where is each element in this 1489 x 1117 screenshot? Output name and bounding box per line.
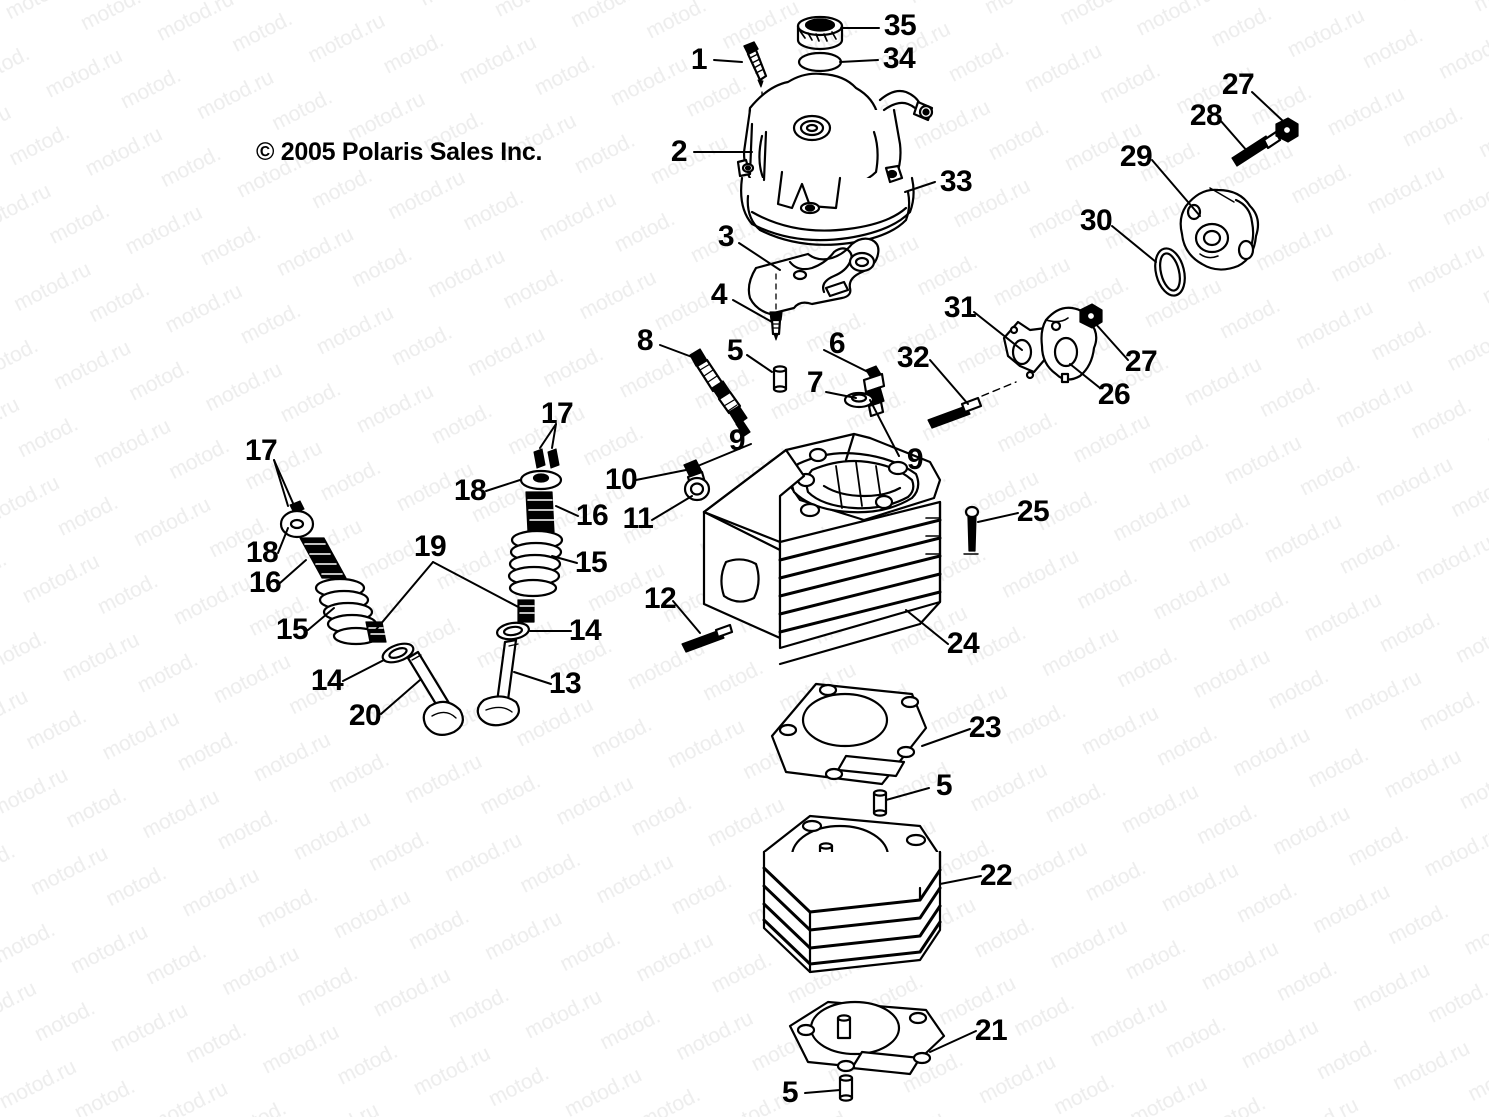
part-valve-cover-gasket	[747, 237, 880, 316]
part-cylinder-head	[702, 432, 942, 666]
part-cylinder	[762, 814, 942, 974]
part-oil-filler-cap	[796, 15, 844, 51]
part-oil-jet-washer	[843, 391, 875, 409]
callout-valve-seal-right: 14	[568, 614, 602, 647]
callout-spark-plug: 8	[636, 324, 654, 357]
callout-spring-retainer-right: 18	[453, 474, 487, 507]
callout-valve-cover: 2	[670, 135, 688, 168]
callout-screw-valve-cover: 1	[690, 43, 708, 76]
part-stud-bolt-short	[681, 623, 734, 653]
callout-o-ring-plug: 11	[622, 502, 654, 535]
callout-cylinder-head: 24	[946, 627, 980, 660]
part-o-ring-housing	[1154, 247, 1186, 297]
callout-spring-seat-right: 16	[575, 499, 609, 532]
callout-cylinder-base-gasket: 21	[974, 1014, 1008, 1047]
callout-o-ring-upper: 9	[728, 424, 746, 457]
callout-valve-cover-seal: 33	[939, 165, 973, 198]
part-dowel-pin-head	[872, 789, 888, 817]
callout-spring-retainer-left: 18	[245, 536, 279, 569]
callout-gasket-rocker-plate: 31	[943, 291, 977, 324]
callout-dowel-pin-head: 5	[935, 769, 953, 802]
callout-valve-spring-right: 15	[574, 546, 608, 579]
part-stud-rocker	[1231, 130, 1282, 167]
callout-oil-filler-cap: 35	[883, 9, 917, 42]
callout-o-ring-cap: 34	[882, 42, 916, 75]
part-dowel-pin-base	[838, 1074, 854, 1102]
callout-stud-rocker: 28	[1189, 99, 1223, 132]
callout-valve-intake: 20	[348, 699, 382, 732]
callout-bolt-head-side: 25	[1016, 495, 1050, 528]
callout-nut-lower: 27	[1124, 345, 1158, 378]
part-stud-bolt-long	[927, 381, 1017, 429]
callout-stud-bolt-short: 12	[643, 582, 677, 615]
callout-dowel-pin-base: 5	[781, 1076, 799, 1109]
callout-cylinder: 22	[979, 859, 1013, 892]
callout-valve-exhaust: 13	[548, 667, 582, 700]
callout-dowel-pin: 5	[726, 334, 744, 367]
part-bolt-head-side	[963, 505, 980, 555]
callout-oil-fitting: 6	[828, 327, 846, 360]
callout-valve-seal-left: 14	[310, 664, 344, 697]
callout-stud-bolt-long: 32	[896, 341, 930, 374]
callout-spring-seat-left: 16	[248, 566, 282, 599]
part-cylinder-base-gasket	[788, 1000, 946, 1076]
callout-valve-stem-seal: 19	[413, 530, 447, 563]
callout-nut-upper: 27	[1221, 68, 1255, 101]
callout-cylinder-head-gasket: 23	[968, 711, 1002, 744]
callout-o-ring-housing: 30	[1079, 204, 1113, 237]
callout-valve-cover-gasket: 3	[717, 220, 735, 253]
part-dowel-pin-upper	[772, 365, 788, 393]
callout-bolt-gasket: 4	[710, 278, 728, 311]
callout-o-ring-oil-jet: 9	[906, 443, 924, 476]
copyright-notice: © 2005 Polaris Sales Inc.	[256, 138, 543, 166]
callout-valve-keeper-left: 17	[244, 434, 278, 467]
part-cylinder-head-gasket	[770, 682, 928, 786]
callout-valve-spring-left: 15	[275, 613, 309, 646]
part-valve-cover	[736, 72, 934, 246]
callout-rocker-arm-bracket: 26	[1097, 378, 1131, 411]
callout-plug-cap: 10	[604, 463, 638, 496]
part-o-ring-cap	[797, 51, 843, 73]
part-rocker-arm-housing	[1179, 187, 1260, 271]
callout-rocker-arm-housing: 29	[1119, 140, 1153, 173]
callout-oil-jet-washer: 7	[806, 366, 824, 399]
callout-valve-keeper-right: 17	[540, 397, 574, 430]
